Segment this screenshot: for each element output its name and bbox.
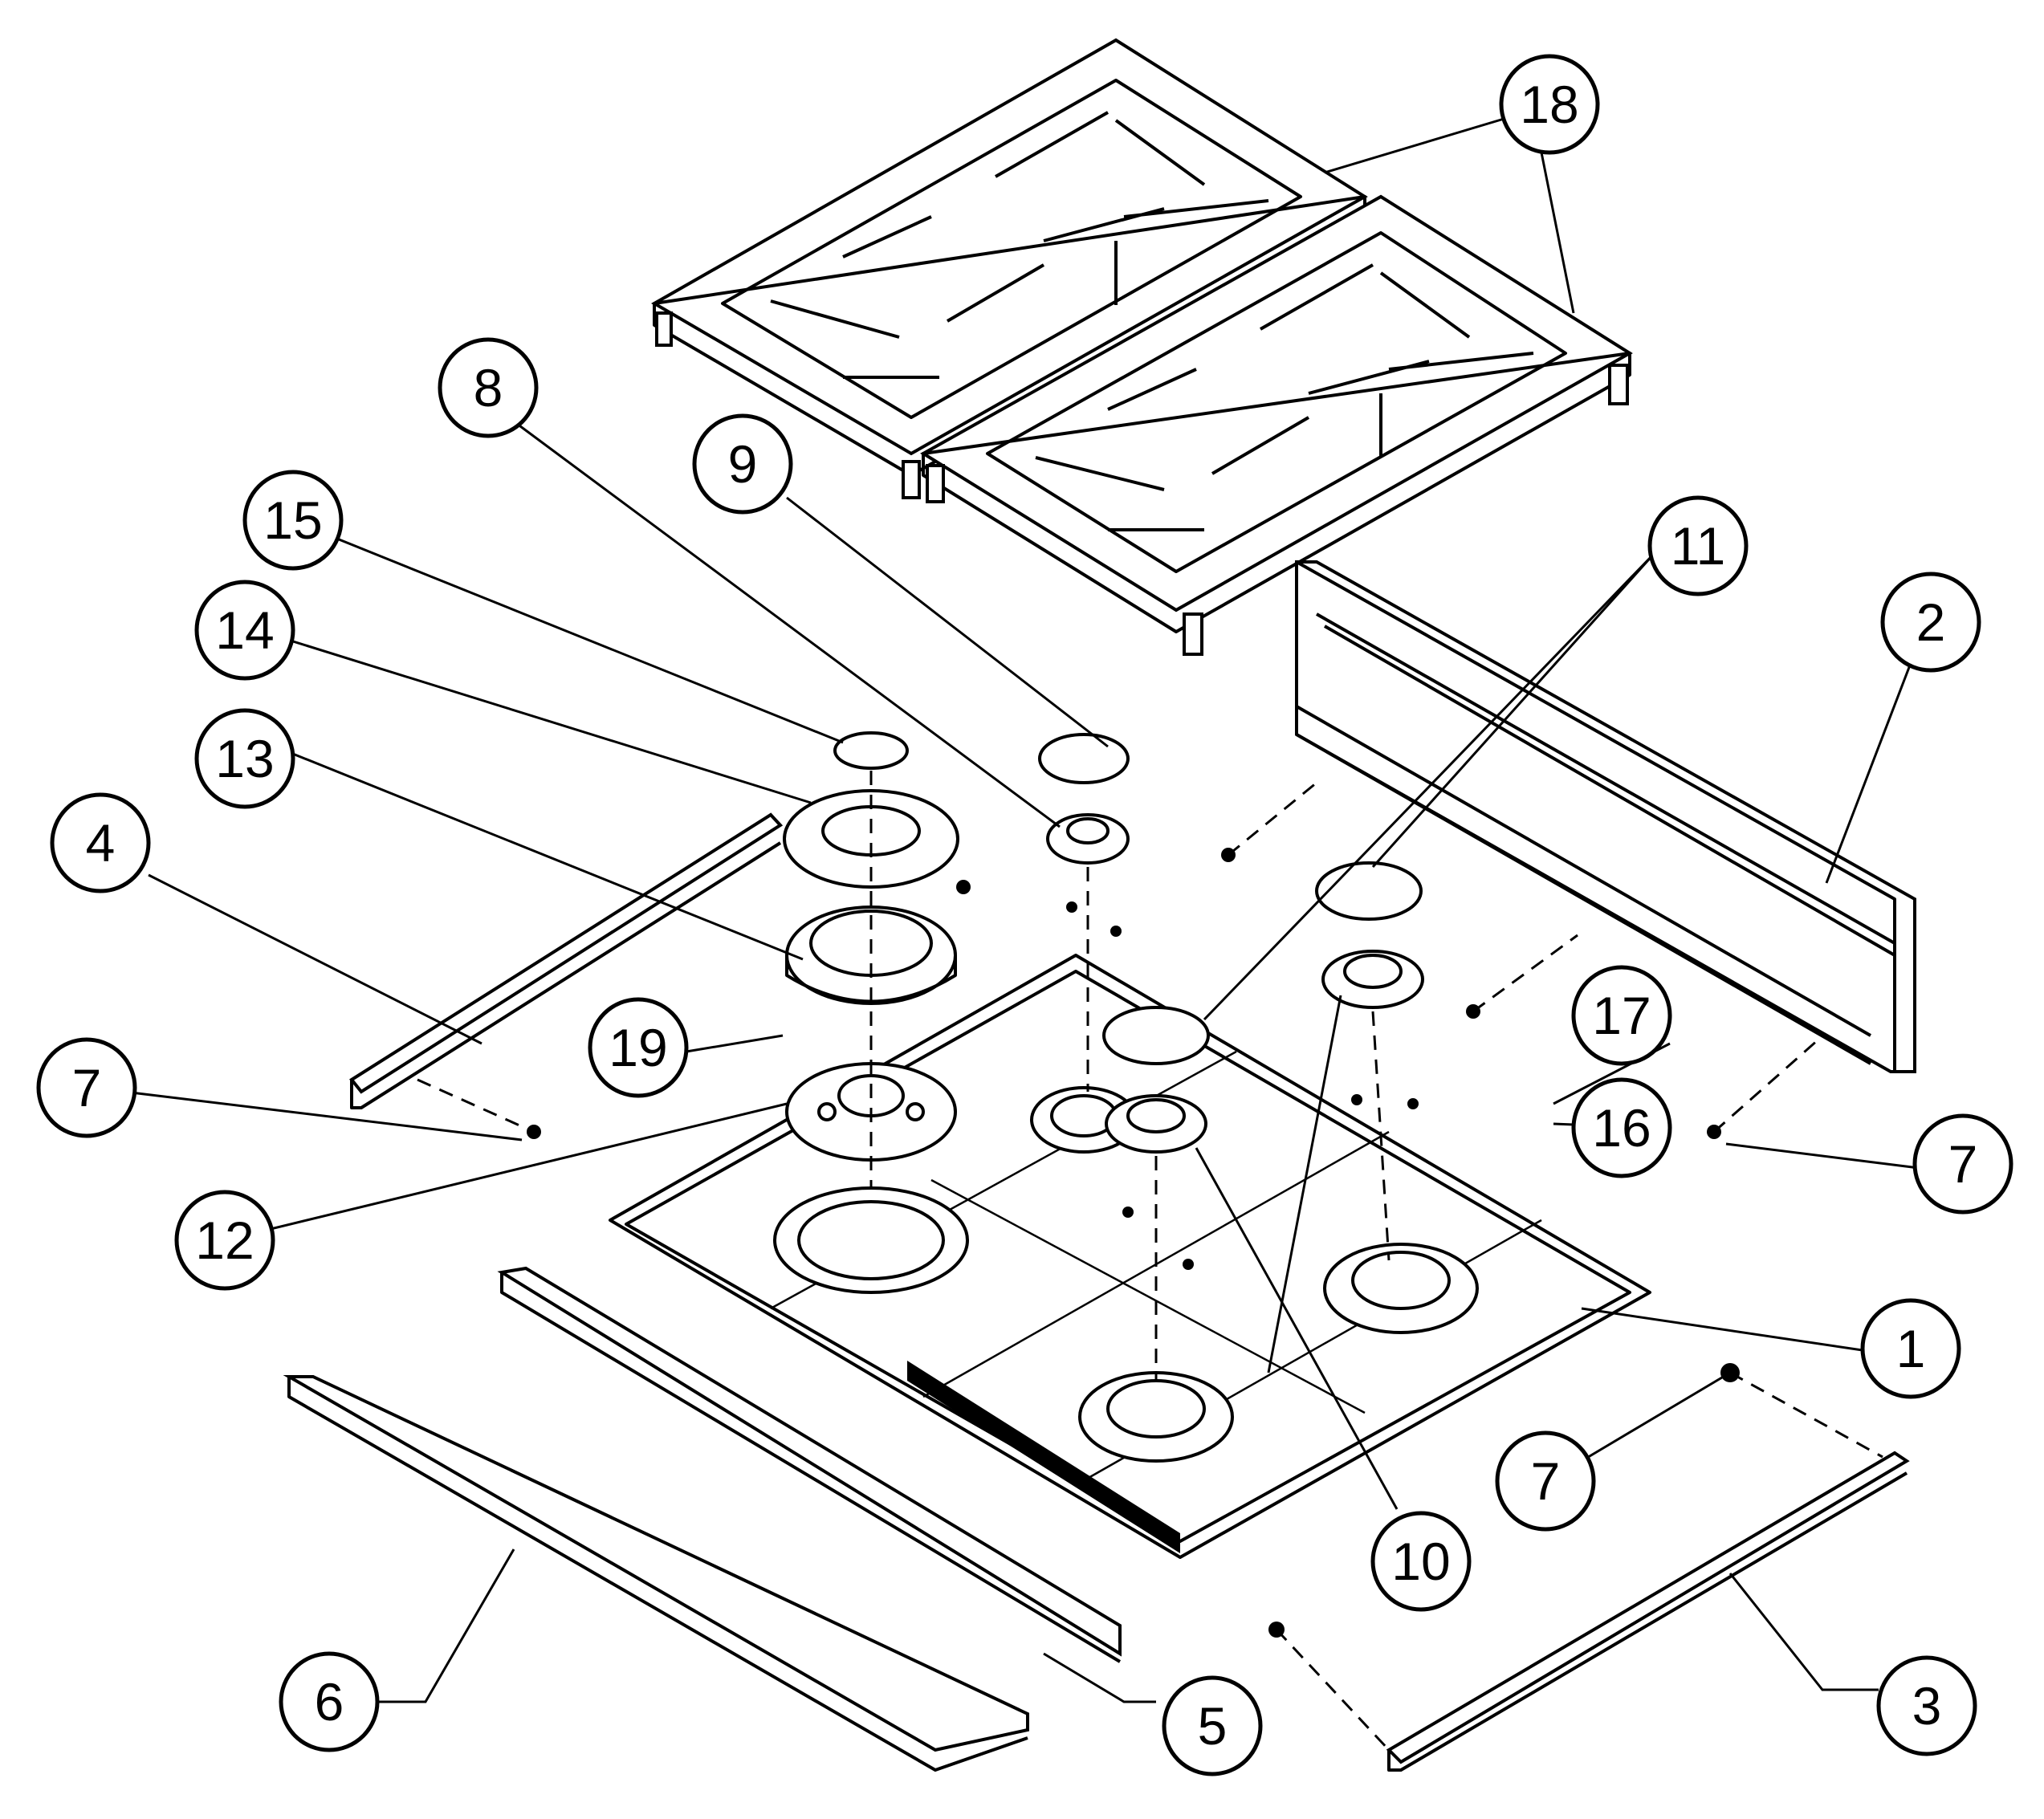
callout-16: 16 (1571, 1077, 1672, 1178)
burner-base-front-left (773, 1186, 969, 1294)
backguard (1295, 560, 1916, 1073)
svg-text:7: 7 (72, 1058, 102, 1117)
grate-right (920, 194, 1633, 656)
svg-text:5: 5 (1198, 1696, 1228, 1756)
callout-9: 9 (692, 413, 793, 515)
callout-17: 17 (1571, 965, 1672, 1066)
svg-text:10: 10 (1391, 1532, 1450, 1591)
svg-text:17: 17 (1592, 986, 1651, 1045)
right-side-trim (1386, 1451, 1910, 1772)
callout-7-right: 7 (1912, 1113, 2013, 1215)
callout-3: 3 (1876, 1655, 1977, 1756)
grate-left (651, 38, 1368, 499)
callout-2: 2 (1880, 572, 1981, 673)
callout-18: 18 (1499, 54, 1600, 155)
callout-6: 6 (279, 1651, 380, 1752)
callout-7-bottom: 7 (1495, 1430, 1596, 1532)
callout-5: 5 (1162, 1675, 1263, 1776)
callout-10: 10 (1370, 1511, 1472, 1612)
burner-right (1315, 861, 1424, 1261)
callout-8: 8 (438, 337, 539, 438)
svg-text:8: 8 (474, 358, 503, 417)
burner-rear-middle (1038, 733, 1130, 1092)
svg-text:19: 19 (609, 1018, 667, 1077)
burner-base-front-middle (1078, 1371, 1234, 1463)
burner-front-middle (1102, 1006, 1210, 1381)
front-trim-upper (497, 1266, 1122, 1663)
svg-text:15: 15 (263, 490, 322, 550)
svg-text:9: 9 (728, 434, 758, 494)
svg-text:1: 1 (1896, 1319, 1926, 1378)
callout-19: 19 (588, 997, 689, 1098)
svg-text:11: 11 (1671, 516, 1726, 576)
screw-dash-lines (417, 781, 1883, 1752)
svg-text:2: 2 (1916, 592, 1946, 652)
svg-text:18: 18 (1520, 75, 1578, 134)
burner-base-right (1323, 1243, 1479, 1334)
callout-14: 14 (194, 580, 295, 681)
front-trim-lower (283, 1375, 1029, 1772)
callout-15: 15 (242, 470, 344, 571)
left-side-trim (349, 812, 784, 1109)
svg-text:6: 6 (315, 1672, 344, 1732)
svg-text:13: 13 (215, 729, 274, 788)
svg-text:3: 3 (1912, 1676, 1942, 1736)
callout-13: 13 (194, 708, 295, 809)
svg-text:14: 14 (215, 600, 274, 660)
callout-7-left: 7 (36, 1037, 137, 1138)
svg-text:7: 7 (1948, 1134, 1978, 1194)
svg-text:4: 4 (86, 813, 116, 873)
callout-11: 11 (1647, 495, 1749, 596)
callout-1: 1 (1860, 1298, 1961, 1399)
svg-text:7: 7 (1531, 1451, 1561, 1511)
callout-4: 4 (50, 792, 151, 893)
burner-assembly-left (783, 731, 959, 1188)
callout-12: 12 (174, 1190, 275, 1291)
svg-text:12: 12 (195, 1211, 254, 1270)
svg-text:16: 16 (1592, 1098, 1651, 1158)
